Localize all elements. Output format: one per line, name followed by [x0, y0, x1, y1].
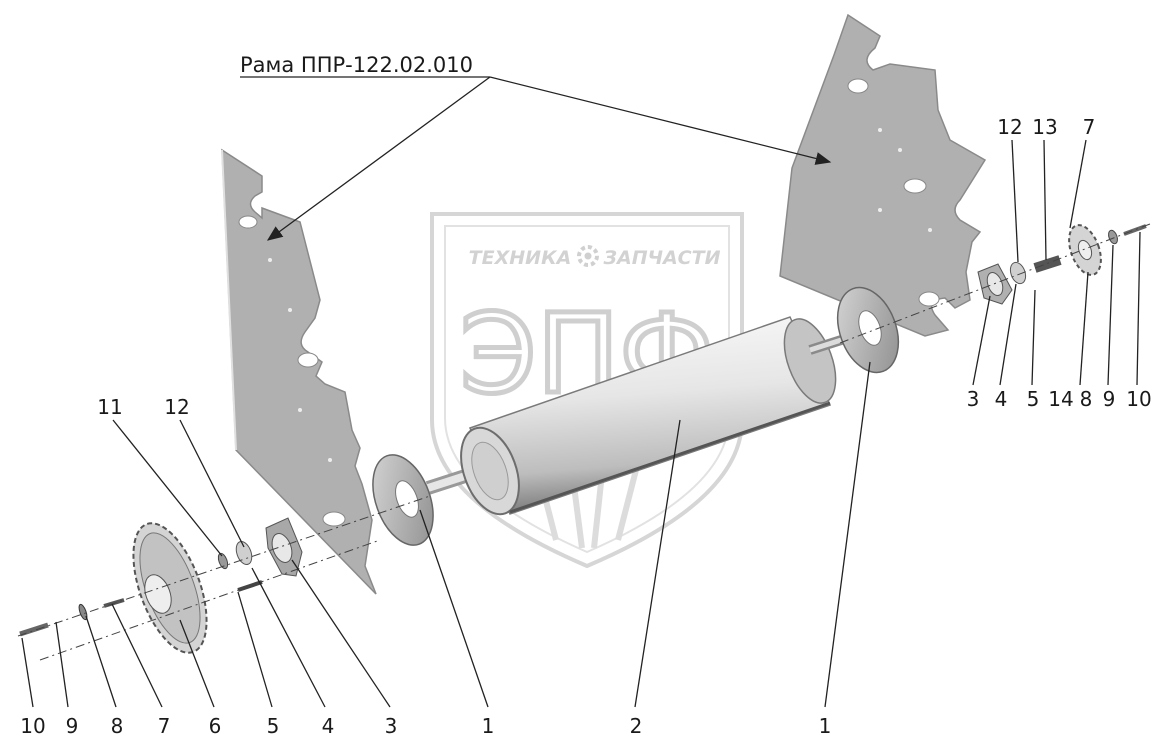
- left-bearing: [235, 540, 253, 566]
- left-washer-8: [78, 603, 88, 621]
- callouts-bottom: 10 9 8 7 6 5 4 3 1 2 1: [20, 714, 831, 738]
- left-ring: [217, 552, 229, 570]
- right-bearing: [1009, 261, 1027, 285]
- roller-drum: [425, 316, 862, 516]
- callout-8-right: 8: [1080, 387, 1093, 411]
- callout-7-right: 7: [1083, 115, 1096, 139]
- right-frame-plate: [779, 13, 987, 337]
- callout-8: 8: [111, 714, 124, 738]
- callout-6: 6: [209, 714, 222, 738]
- assembly-title: Рама ППР-122.02.010: [240, 53, 473, 77]
- callout-5: 5: [267, 714, 280, 738]
- callout-11: 11: [97, 395, 122, 419]
- callout-10: 10: [20, 714, 45, 738]
- callout-1-left: 1: [482, 714, 495, 738]
- arrow-icon-right: [489, 76, 832, 165]
- callout-4-right: 4: [995, 387, 1008, 411]
- callout-4: 4: [322, 714, 335, 738]
- callout-13: 13: [1032, 115, 1057, 139]
- flange-disc-right: [836, 286, 900, 374]
- callout-10-right: 10: [1126, 387, 1151, 411]
- callout-3: 3: [385, 714, 398, 738]
- watermark-shield: [430, 212, 744, 569]
- callouts-right-top: 12 13 7: [997, 115, 1095, 139]
- watermark-top-left: ТЕХНИКА: [469, 247, 572, 269]
- gear-icon: [577, 245, 599, 267]
- callout-9: 9: [66, 714, 79, 738]
- left-frame-plate: [221, 148, 377, 595]
- callout-5-right: 5: [1027, 387, 1040, 411]
- callout-14: 14: [1048, 387, 1073, 411]
- callout-12-right: 12: [997, 115, 1022, 139]
- left-sprocket: [132, 522, 208, 654]
- callout-12-left: 12: [164, 395, 189, 419]
- watermark-top-right: ЗАПЧАСТИ: [603, 247, 721, 269]
- callout-9-right: 9: [1103, 387, 1116, 411]
- callouts-right-bottom: 3 4 5 14 8 9 10: [967, 387, 1152, 411]
- right-sprocket: [1068, 224, 1102, 276]
- leader-lines: [21, 139, 1141, 708]
- left-bolt-10: [19, 622, 49, 637]
- callout-3-right: 3: [967, 387, 980, 411]
- callouts-left-upper: 11 12: [97, 395, 189, 419]
- callout-1-right: 1: [819, 714, 832, 738]
- arrow-icon: [266, 76, 491, 241]
- callout-7: 7: [158, 714, 171, 738]
- right-washer: [1108, 229, 1118, 245]
- callout-2: 2: [630, 714, 643, 738]
- assembly-axis: [17, 223, 1151, 661]
- flange-disc-left: [372, 454, 434, 546]
